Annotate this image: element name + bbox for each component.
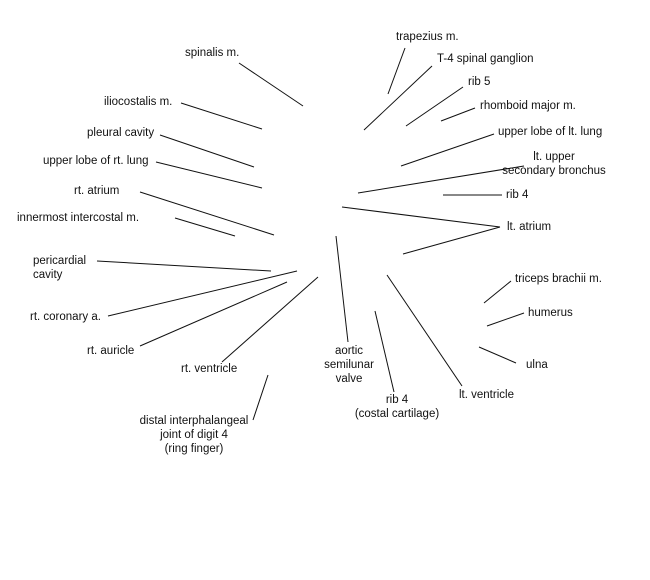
leader-upper-lobe-rt-lung [155, 161, 263, 189]
leader-spinalis [238, 62, 304, 107]
leader-rib5 [405, 86, 464, 127]
label-iliocostalis: iliocostalis m. [104, 96, 173, 108]
leader-aortic-semilunar-valve [335, 235, 349, 343]
leader-trapezius [387, 47, 406, 95]
leader-ulna [478, 346, 517, 364]
label-ulna: ulna [526, 359, 548, 371]
label-lt-atrium: lt. atrium [507, 221, 552, 233]
label-rhomboid-major: rhomboid major m. [480, 100, 576, 112]
leader-rib4-costal-cartilage [374, 310, 395, 393]
leader-rt-coronary-a [107, 270, 298, 317]
label-rt-ventricle: rt. ventricle [181, 363, 238, 375]
label-humerus: humerus [528, 307, 573, 319]
leader-lt-upper-secondary-bronchus [357, 165, 525, 194]
label-upper-lobe-rt-lung: upper lobe of rt. lung [43, 155, 149, 167]
label-pericardial-cavity: pericardial cavity [33, 255, 87, 281]
label-t4-spinal-ganglion: T-4 spinal ganglion [437, 53, 534, 65]
label-triceps-brachii: triceps brachii m. [515, 273, 602, 285]
leader-lt-atrium-upper [341, 206, 501, 228]
label-trapezius: trapezius m. [396, 31, 459, 43]
label-rib4: rib 4 [506, 189, 529, 201]
label-distal-interphalangeal-joint: distal interphalangeal joint of digit 4 … [139, 415, 249, 455]
leader-humerus [486, 312, 525, 327]
label-spinalis: spinalis m. [185, 47, 240, 59]
leader-pericardial-cavity [96, 260, 272, 272]
label-pleural-cavity: pleural cavity [87, 127, 155, 139]
leader-distal-interphalangeal-joint [252, 374, 269, 421]
leader-pleural-cavity [159, 134, 255, 168]
leader-rt-atrium [139, 191, 275, 236]
leader-upper-lobe-lt-lung [400, 133, 495, 167]
label-rt-auricle: rt. auricle [87, 345, 135, 357]
leader-rt-ventricle [221, 276, 319, 363]
label-rib4-costal-cartilage: rib 4 (costal cartilage) [354, 394, 440, 420]
label-rt-coronary-a: rt. coronary a. [30, 311, 101, 323]
leader-rhomboid-major [440, 107, 476, 122]
label-aortic-semilunar-valve: aortic semilunar valve [324, 345, 374, 385]
leader-innermost-intercostal [174, 217, 236, 237]
label-innermost-intercostal: innermost intercostal m. [17, 212, 140, 224]
label-lt-ventricle: lt. ventricle [459, 389, 514, 401]
leader-lt-atrium-lower [402, 226, 501, 255]
label-upper-lobe-lt-lung: upper lobe of lt. lung [498, 126, 603, 138]
label-lt-upper-secondary-bronchus: lt. upper secondary bronchus [502, 151, 606, 177]
leader-iliocostalis [180, 102, 263, 130]
label-rib5: rib 5 [468, 76, 491, 88]
label-rt-atrium: rt. atrium [74, 185, 120, 197]
leader-triceps-brachii [483, 280, 512, 304]
leader-t4-spinal-ganglion [363, 65, 433, 131]
leader-rt-auricle [139, 281, 288, 347]
leader-lt-ventricle [386, 274, 463, 387]
